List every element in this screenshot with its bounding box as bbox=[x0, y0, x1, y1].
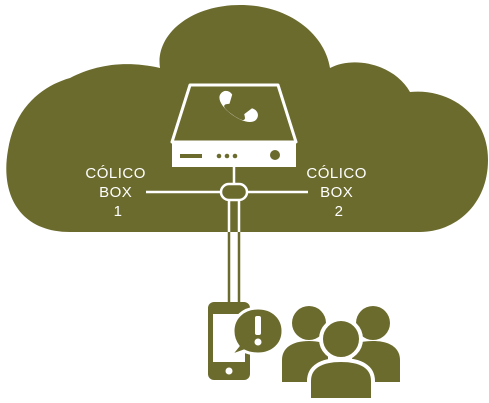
box1-label-line2: BOX bbox=[99, 184, 132, 201]
box2-label-line3: 2 bbox=[335, 203, 344, 220]
connection-lines bbox=[146, 167, 308, 302]
phone-server-icon bbox=[170, 83, 298, 167]
users-group-icon bbox=[282, 306, 400, 402]
box1-label-line3: 1 bbox=[114, 203, 123, 220]
phone-handset-icon bbox=[219, 90, 258, 122]
box2-label: CÓLICO BOX 2 bbox=[306, 165, 371, 220]
box1-label: CÓLICO BOX 1 bbox=[85, 165, 150, 220]
alert-bubble-icon bbox=[225, 306, 285, 360]
box2-label-line2: BOX bbox=[320, 184, 353, 201]
box1-label-line1: CÓLICO bbox=[85, 165, 146, 182]
link-node-icon bbox=[219, 182, 249, 202]
box2-label-line1: CÓLICO bbox=[306, 165, 367, 182]
